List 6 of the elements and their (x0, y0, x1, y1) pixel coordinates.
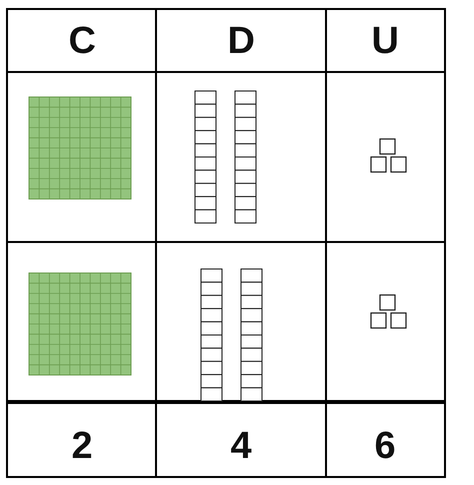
digit-value: 4 (230, 426, 252, 466)
digit-value: 6 (374, 426, 396, 466)
column-header: U (372, 21, 399, 61)
column-header: C (68, 21, 96, 61)
digit-value: 2 (72, 426, 93, 466)
column-header: D (228, 21, 255, 61)
